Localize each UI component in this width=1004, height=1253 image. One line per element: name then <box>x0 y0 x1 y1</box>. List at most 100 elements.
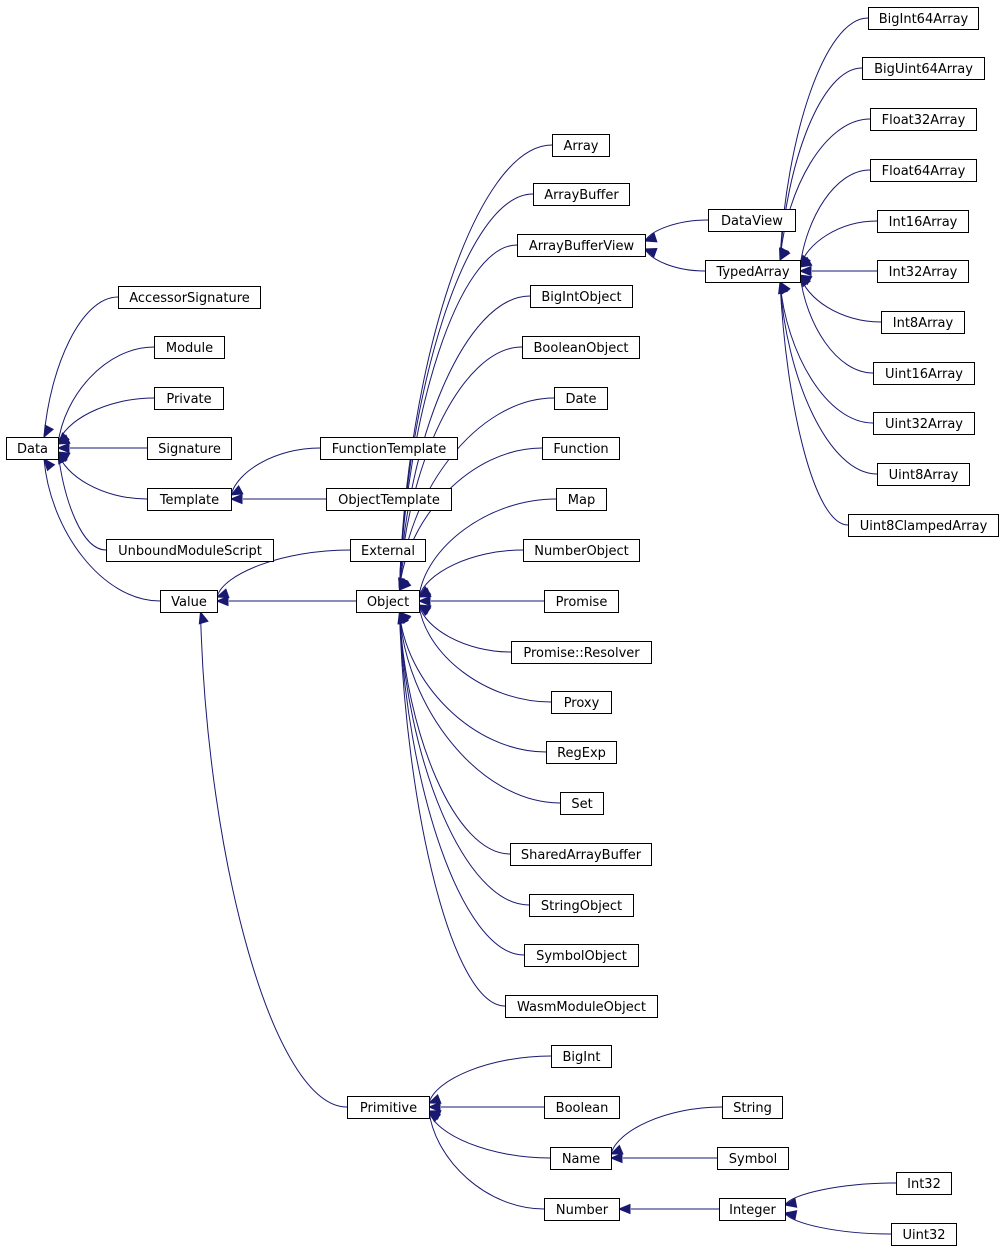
node-big-int-object[interactable]: BigIntObject <box>530 285 633 308</box>
node-box <box>870 108 977 131</box>
node-label: ArrayBuffer <box>544 188 619 203</box>
node-big-int64-array[interactable]: BigInt64Array <box>868 7 979 30</box>
node-uint32-array[interactable]: Uint32Array <box>873 412 975 435</box>
node-external[interactable]: External <box>350 539 426 562</box>
node-string-object[interactable]: StringObject <box>529 894 634 917</box>
node-label: WasmModuleObject <box>517 1000 646 1015</box>
node-promise[interactable]: Promise <box>544 590 619 613</box>
node-box <box>708 209 796 232</box>
node-typed-array[interactable]: TypedArray <box>705 260 801 283</box>
node-number[interactable]: Number <box>544 1198 620 1221</box>
arrowhead-icon <box>43 424 55 439</box>
node-reg-exp[interactable]: RegExp <box>546 741 617 764</box>
node-label: Int8Array <box>893 316 954 331</box>
arrowhead-icon <box>417 604 432 617</box>
node-wasm-module-object[interactable]: WasmModuleObject <box>505 995 658 1018</box>
node-label: Signature <box>158 442 221 457</box>
edge-line <box>799 274 882 323</box>
arrowhead-icon <box>427 1101 441 1113</box>
node-proxy[interactable]: Proxy <box>551 691 612 714</box>
node-string[interactable]: String <box>722 1096 783 1119</box>
node-value[interactable]: Value <box>160 590 218 613</box>
arrowhead-icon <box>215 595 229 607</box>
node-set[interactable]: Set <box>560 792 604 815</box>
edge-line <box>230 447 321 496</box>
node-array[interactable]: Array <box>552 134 610 157</box>
edge-line <box>799 169 871 268</box>
edge-line <box>644 248 706 272</box>
node-signature[interactable]: Signature <box>147 437 232 460</box>
arrowhead-icon <box>783 1197 798 1208</box>
edge-typed-array-to-int16-array <box>798 220 878 268</box>
node-private[interactable]: Private <box>154 387 224 410</box>
node-array-buffer[interactable]: ArrayBuffer <box>533 183 630 206</box>
node-array-buffer-view[interactable]: ArrayBufferView <box>517 234 646 257</box>
node-box <box>551 1045 612 1068</box>
node-label: FunctionTemplate <box>332 442 447 457</box>
edge-line <box>399 193 534 591</box>
edge-line <box>399 244 518 591</box>
node-big-uint64-array[interactable]: BigUint64Array <box>862 57 985 80</box>
node-int16-array[interactable]: Int16Array <box>877 210 969 233</box>
node-data-view[interactable]: DataView <box>708 209 796 232</box>
node-object-template[interactable]: ObjectTemplate <box>326 488 452 511</box>
node-map[interactable]: Map <box>556 488 607 511</box>
node-int32[interactable]: Int32 <box>896 1172 952 1195</box>
node-boolean-object[interactable]: BooleanObject <box>522 336 640 359</box>
node-shared-array-buffer[interactable]: SharedArrayBuffer <box>510 843 652 866</box>
node-float64-array[interactable]: Float64Array <box>870 159 977 182</box>
node-module[interactable]: Module <box>154 336 225 359</box>
node-uint16-array[interactable]: Uint16Array <box>873 362 975 385</box>
node-symbol-object[interactable]: SymbolObject <box>524 944 639 967</box>
edge-line <box>784 1212 892 1235</box>
node-accessor-signature[interactable]: AccessorSignature <box>118 286 261 309</box>
node-template[interactable]: Template <box>147 488 232 511</box>
node-object[interactable]: Object <box>356 590 420 613</box>
node-promise-resolver[interactable]: Promise::Resolver <box>511 641 652 664</box>
node-label: NumberObject <box>534 544 629 559</box>
node-label: Float32Array <box>882 113 966 128</box>
edge-typed-array-to-float32-array <box>779 118 871 262</box>
edge-value-to-primitive <box>198 610 348 1108</box>
node-name[interactable]: Name <box>550 1147 612 1170</box>
node-uint32[interactable]: Uint32 <box>891 1223 957 1246</box>
node-box <box>544 1096 620 1119</box>
arrowhead-icon <box>617 1203 631 1215</box>
node-boolean[interactable]: Boolean <box>544 1096 620 1119</box>
node-box <box>522 336 640 359</box>
node-unbound-module-script[interactable]: UnboundModuleScript <box>106 539 274 562</box>
arrowhead-icon <box>398 578 412 591</box>
node-symbol[interactable]: Symbol <box>717 1147 789 1170</box>
node-label: UnboundModuleScript <box>118 544 262 559</box>
edge-line <box>43 296 119 438</box>
node-label: Primitive <box>360 1101 417 1116</box>
arrowhead-icon <box>427 1093 442 1104</box>
node-integer[interactable]: Integer <box>719 1198 786 1221</box>
edge-data-to-private <box>56 397 155 445</box>
node-number-object[interactable]: NumberObject <box>523 539 640 562</box>
node-box <box>524 944 639 967</box>
node-label: Int32Array <box>889 265 958 280</box>
edge-line <box>428 1055 552 1104</box>
edge-typed-array-to-float64-array <box>799 169 871 269</box>
node-uint8-array[interactable]: Uint8Array <box>877 463 970 486</box>
node-date[interactable]: Date <box>554 387 608 410</box>
node-box <box>147 488 232 511</box>
node-primitive[interactable]: Primitive <box>347 1096 430 1119</box>
edge-typed-array-to-int32-array <box>798 265 877 277</box>
node-int32-array[interactable]: Int32Array <box>877 260 969 283</box>
node-data[interactable]: Data <box>6 437 59 460</box>
node-function[interactable]: Function <box>542 437 620 460</box>
edge-line <box>428 1110 545 1210</box>
node-function-template[interactable]: FunctionTemplate <box>320 437 458 460</box>
node-label: BigInt <box>563 1050 601 1065</box>
arrowhead-icon <box>229 484 244 496</box>
edge-line <box>200 611 348 1108</box>
node-label: Proxy <box>564 696 600 711</box>
node-float32-array[interactable]: Float32Array <box>870 108 977 131</box>
node-uint8-clamped-array[interactable]: Uint8ClampedArray <box>848 514 999 537</box>
edge-number-to-integer <box>617 1203 719 1215</box>
node-big-int[interactable]: BigInt <box>551 1045 612 1068</box>
node-int8-array[interactable]: Int8Array <box>881 311 965 334</box>
